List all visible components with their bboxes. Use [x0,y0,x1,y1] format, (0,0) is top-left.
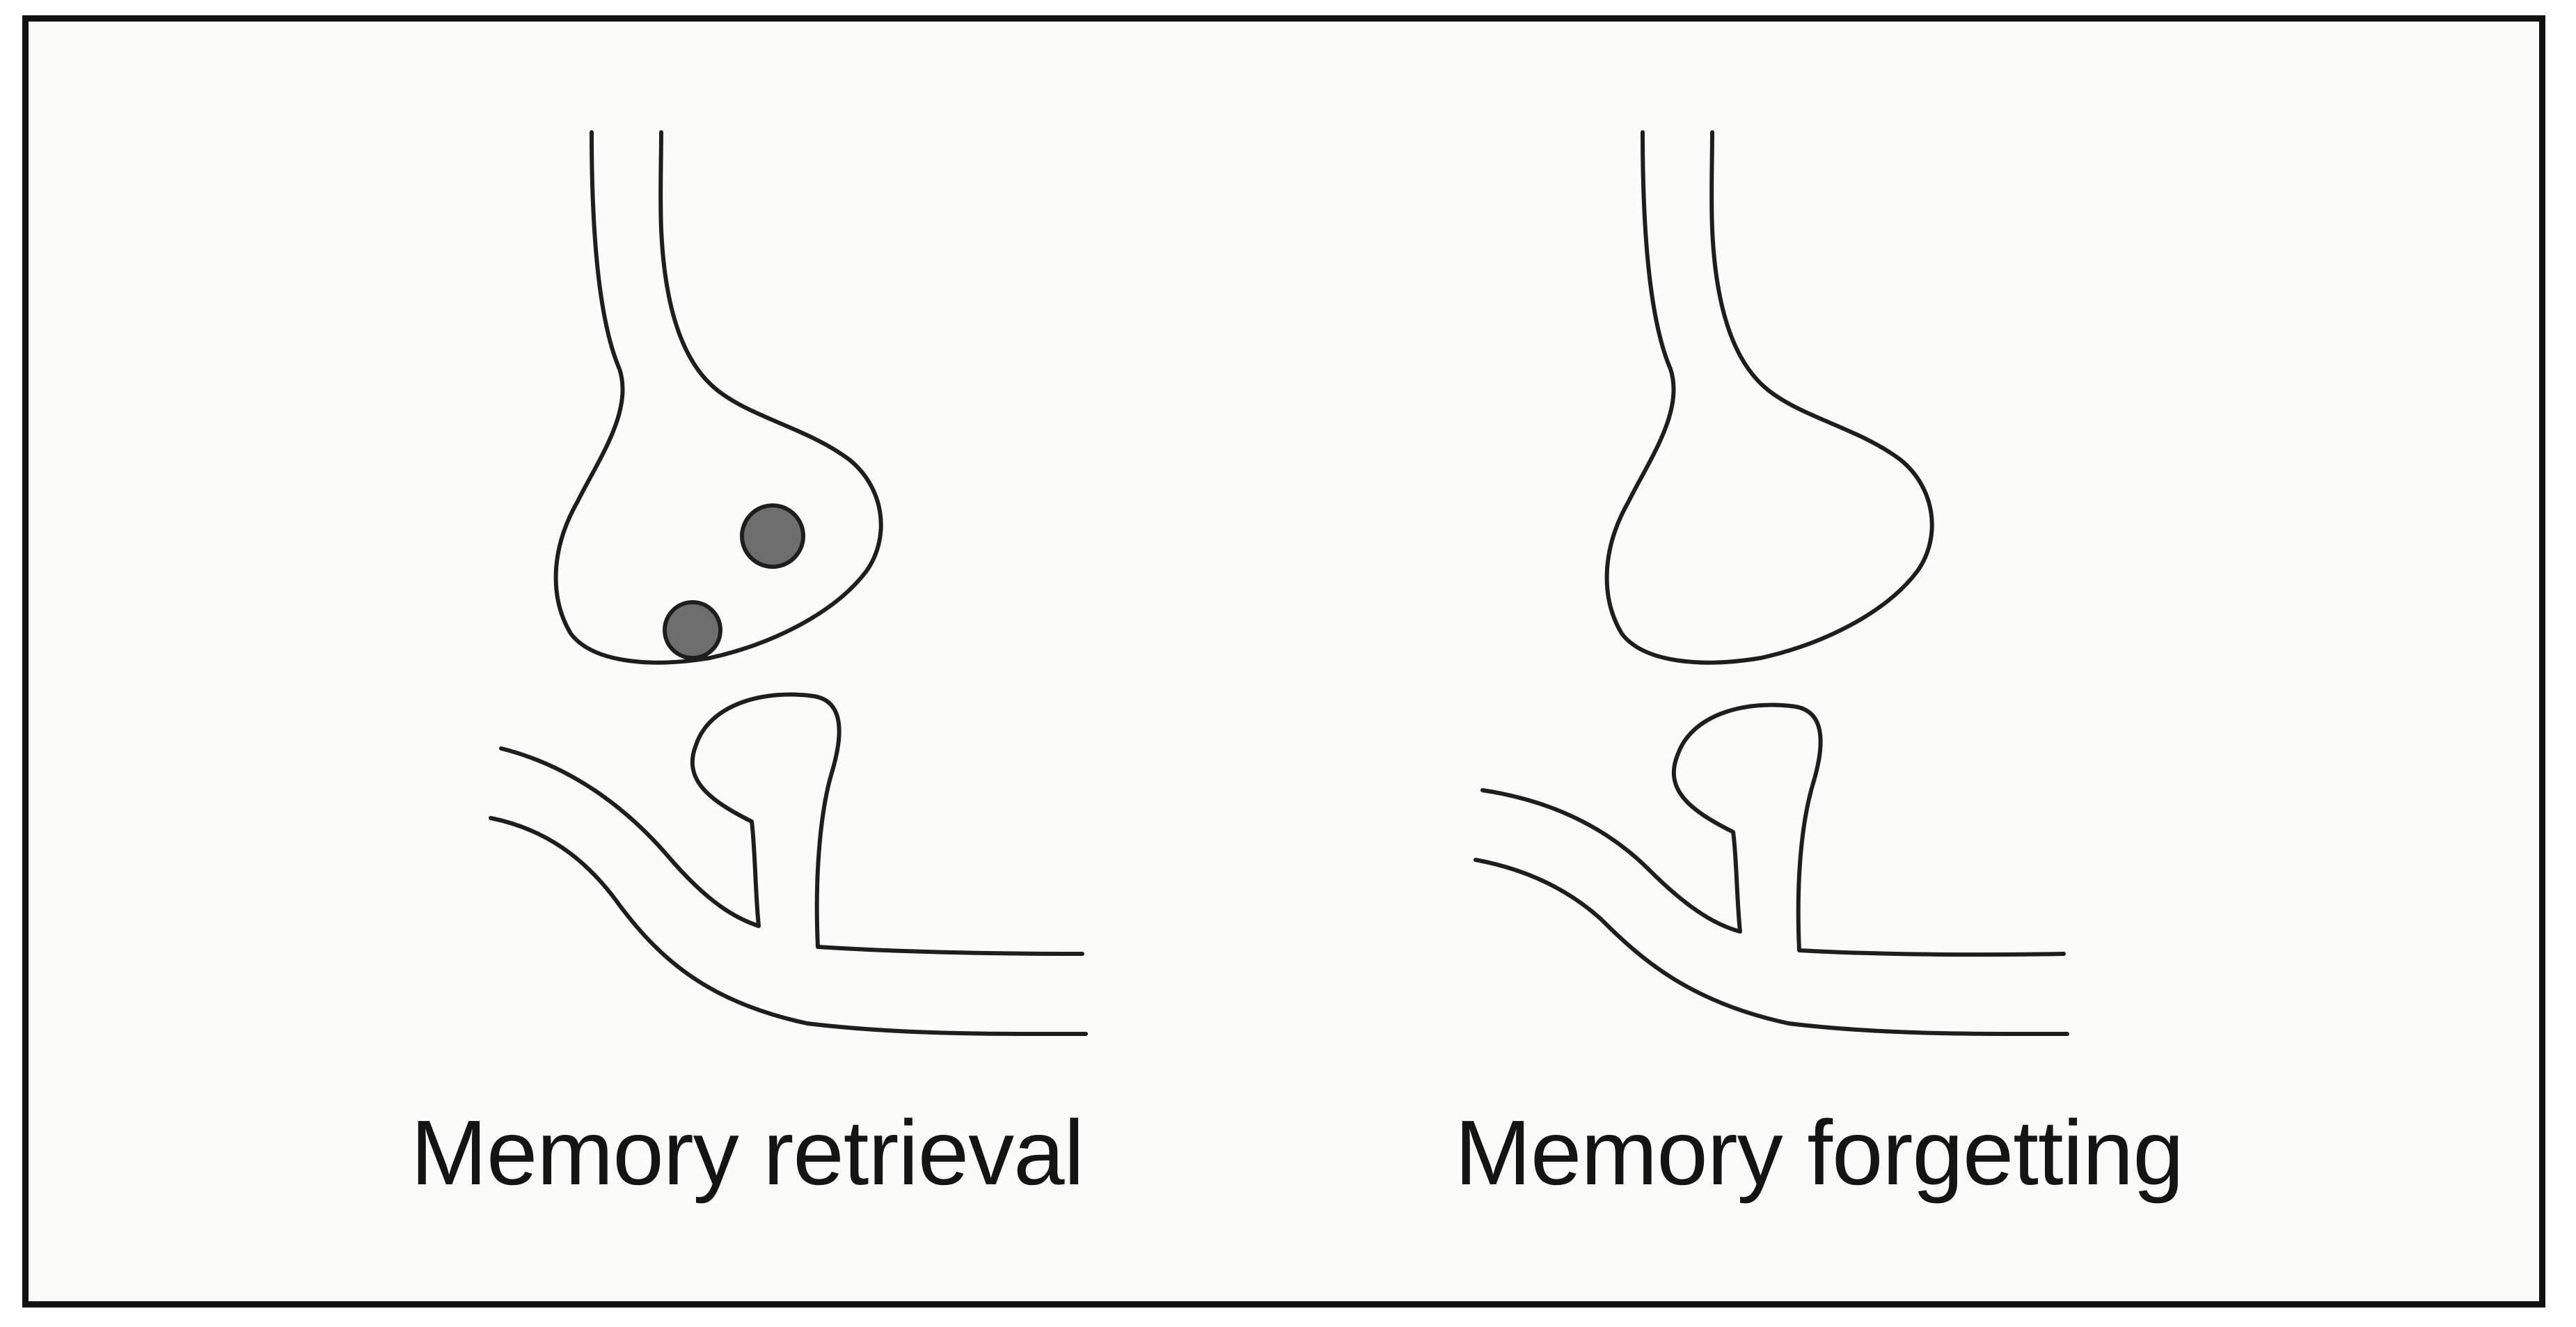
dendritic-spine [1480,702,2066,957]
dendrite-lower-edge [1473,858,2069,1037]
figure-frame [22,15,2545,1308]
presynaptic-terminal [1604,130,1934,665]
synapse-diagram-retrieval [489,130,1088,1037]
presynaptic-terminal [553,130,883,665]
caption-memory-retrieval: Memory retrieval [411,1101,1084,1204]
panel-memory-retrieval: Memory retrieval [411,130,1088,1204]
vesicle [663,600,722,660]
vesicle [740,503,805,569]
caption-memory-forgetting: Memory forgetting [1455,1101,2184,1204]
synapse-diagram-forgetting [1473,130,2069,1037]
dendritic-spine [499,692,1084,956]
dendrite-lower-edge [489,816,1088,1037]
panel-memory-forgetting: Memory forgetting [1288,0,2576,1327]
